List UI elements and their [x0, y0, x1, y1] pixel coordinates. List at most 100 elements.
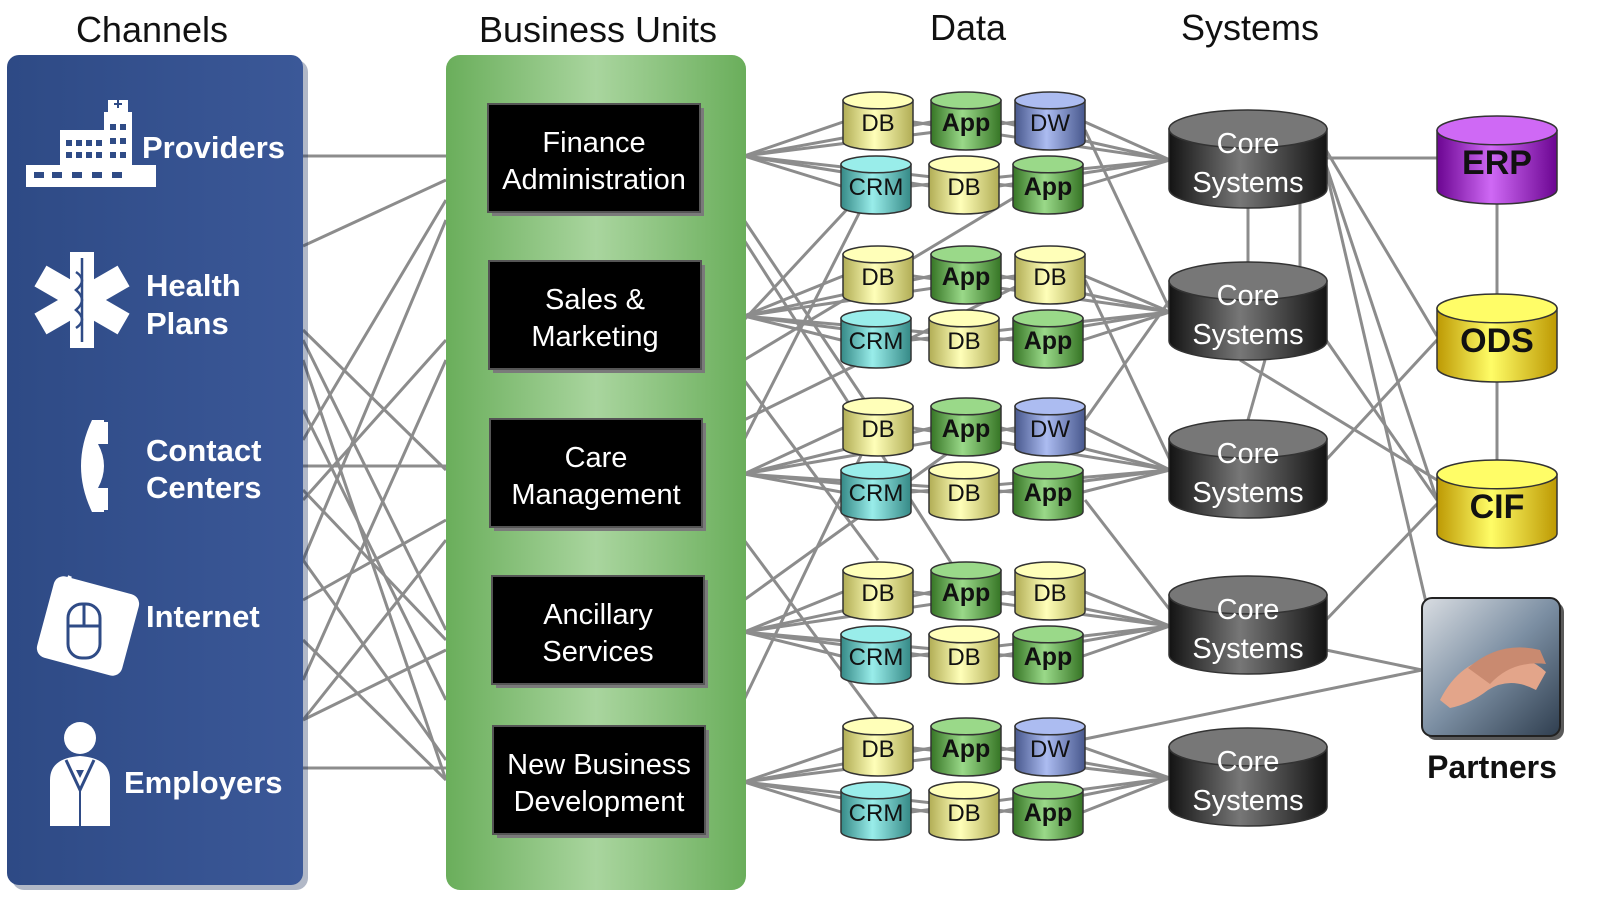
business-unit-finance-administration: Finance Administration: [487, 103, 704, 216]
business-unit-care-management: Care Management: [489, 418, 706, 531]
data-app-label: App: [942, 735, 991, 763]
data-db-label: DB: [947, 480, 980, 507]
connector-line: [301, 219, 448, 561]
data-app-cylinder: App: [930, 717, 1002, 777]
core-systems: CoreSystemsCoreSystemsCoreSystemsCoreSys…: [1168, 109, 1328, 827]
data-db-cylinder: DB: [928, 625, 1000, 685]
core-systems-label: Systems: [1192, 319, 1303, 351]
data-app-cylinder: App: [1012, 155, 1084, 215]
connector-line: [1324, 169, 1439, 651]
data-app-cylinder: App: [1012, 309, 1084, 369]
business-unit-ancillary-services: Ancillary Services: [491, 575, 708, 688]
data-db-label: DB: [947, 174, 980, 201]
business-unit-label: Services: [542, 636, 653, 668]
enterprise-stores: ERP ODS CIF: [1436, 115, 1558, 549]
data-db-label: DB: [861, 580, 894, 607]
business-unit-label: Development: [514, 786, 685, 818]
data-dw-cylinder: DW: [1014, 397, 1086, 457]
data-dw-cylinder: DW: [1014, 717, 1086, 777]
data-db-cylinder: DB: [842, 397, 914, 457]
data-crm-cylinder: CRM: [840, 155, 912, 215]
connector-line: [1324, 339, 1439, 501]
data-db-label: DB: [861, 416, 894, 443]
connector-line: [1082, 310, 1171, 342]
connector-line: [1246, 359, 1267, 421]
data-crm-label: CRM: [849, 644, 904, 671]
data-db-cylinder: DB: [1014, 561, 1086, 621]
data-db-cylinder: DB: [842, 717, 914, 777]
data-dw-label: DW: [1030, 110, 1070, 137]
data-app-label: App: [942, 263, 991, 291]
connector-line: [1083, 279, 1172, 461]
core-systems-label: Core: [1217, 594, 1280, 626]
channel-label-health-plans-line2: Plans: [146, 306, 229, 341]
business-unit-label: Ancillary: [543, 599, 653, 631]
data-dw-label: DW: [1030, 416, 1070, 443]
cif-label: CIF: [1470, 488, 1525, 526]
ods-cylinder: ODS: [1436, 293, 1558, 383]
connector-line: [743, 154, 842, 188]
connector-line: [742, 175, 880, 441]
data-app-label: App: [1024, 173, 1073, 201]
data-app-cylinder: App: [1012, 781, 1084, 841]
data-crm-cylinder: CRM: [840, 625, 912, 685]
erp-label: ERP: [1462, 144, 1532, 182]
connector-line: [743, 438, 967, 602]
channel-label-providers: Providers: [142, 130, 285, 165]
connector-line: [1083, 499, 1172, 611]
data-db-label: DB: [1033, 264, 1066, 291]
core-systems-label: Systems: [1192, 167, 1303, 199]
connector-line: [1324, 164, 1439, 501]
hospital-building-icon: [26, 100, 156, 187]
connector-line: [301, 339, 448, 501]
channel-label-contact-centers-line2: Centers: [146, 470, 261, 505]
data-db-label: DB: [861, 110, 894, 137]
data-db-label: DB: [861, 264, 894, 291]
connector-line: [743, 590, 844, 634]
business-unit-label: Administration: [502, 164, 686, 196]
data-db-label: DB: [1033, 580, 1066, 607]
connector-line: [1083, 129, 1172, 311]
business-unit-sales-marketing: Sales & Marketing: [488, 260, 705, 373]
star-of-life-icon: [34, 252, 130, 348]
connector-line: [743, 426, 844, 476]
connector-line: [1324, 338, 1439, 462]
computer-mouse-icon: [36, 575, 140, 676]
connector-line: [1082, 776, 1171, 814]
connector-line: [302, 178, 447, 248]
business-unit-label: Finance: [542, 127, 645, 159]
ods-label: ODS: [1460, 322, 1534, 360]
core-systems-label: Core: [1217, 280, 1280, 312]
partners: Partners: [1421, 597, 1564, 785]
data-app-label: App: [1024, 479, 1073, 507]
data-db-label: DB: [947, 800, 980, 827]
connector-line: [1325, 648, 1423, 672]
business-unit-new-business-development: New Business Development: [492, 725, 709, 838]
connector-line: [743, 780, 842, 814]
connector-line: [1082, 158, 1171, 188]
data-app-cylinder: App: [930, 397, 1002, 457]
connector-line: [1084, 426, 1171, 472]
data-dw-cylinder: DW: [1014, 91, 1086, 151]
channel-label-employers: Employers: [124, 765, 283, 800]
erp-cylinder: ERP: [1436, 115, 1558, 205]
connector-line: [1084, 274, 1171, 314]
data-app-cylinder: App: [1012, 461, 1084, 521]
data-dw-label: DW: [1030, 736, 1070, 763]
data-db-label: DB: [947, 644, 980, 671]
data-db-cylinder: DB: [928, 155, 1000, 215]
connector-line: [743, 314, 842, 342]
connector-line: [1324, 149, 1439, 337]
data-db-cylinder: DB: [842, 561, 914, 621]
core-systems-label: Systems: [1192, 477, 1303, 509]
connector-line: [742, 539, 880, 721]
data-crm-label: CRM: [849, 480, 904, 507]
data-crm-label: CRM: [849, 328, 904, 355]
data-db-cylinder: DB: [928, 781, 1000, 841]
channel-label-contact-centers-line1: Contact: [146, 433, 261, 468]
header-data: Data: [930, 7, 1007, 48]
data-app-cylinder: App: [930, 245, 1002, 305]
business-unit-label: Sales &: [545, 284, 645, 316]
